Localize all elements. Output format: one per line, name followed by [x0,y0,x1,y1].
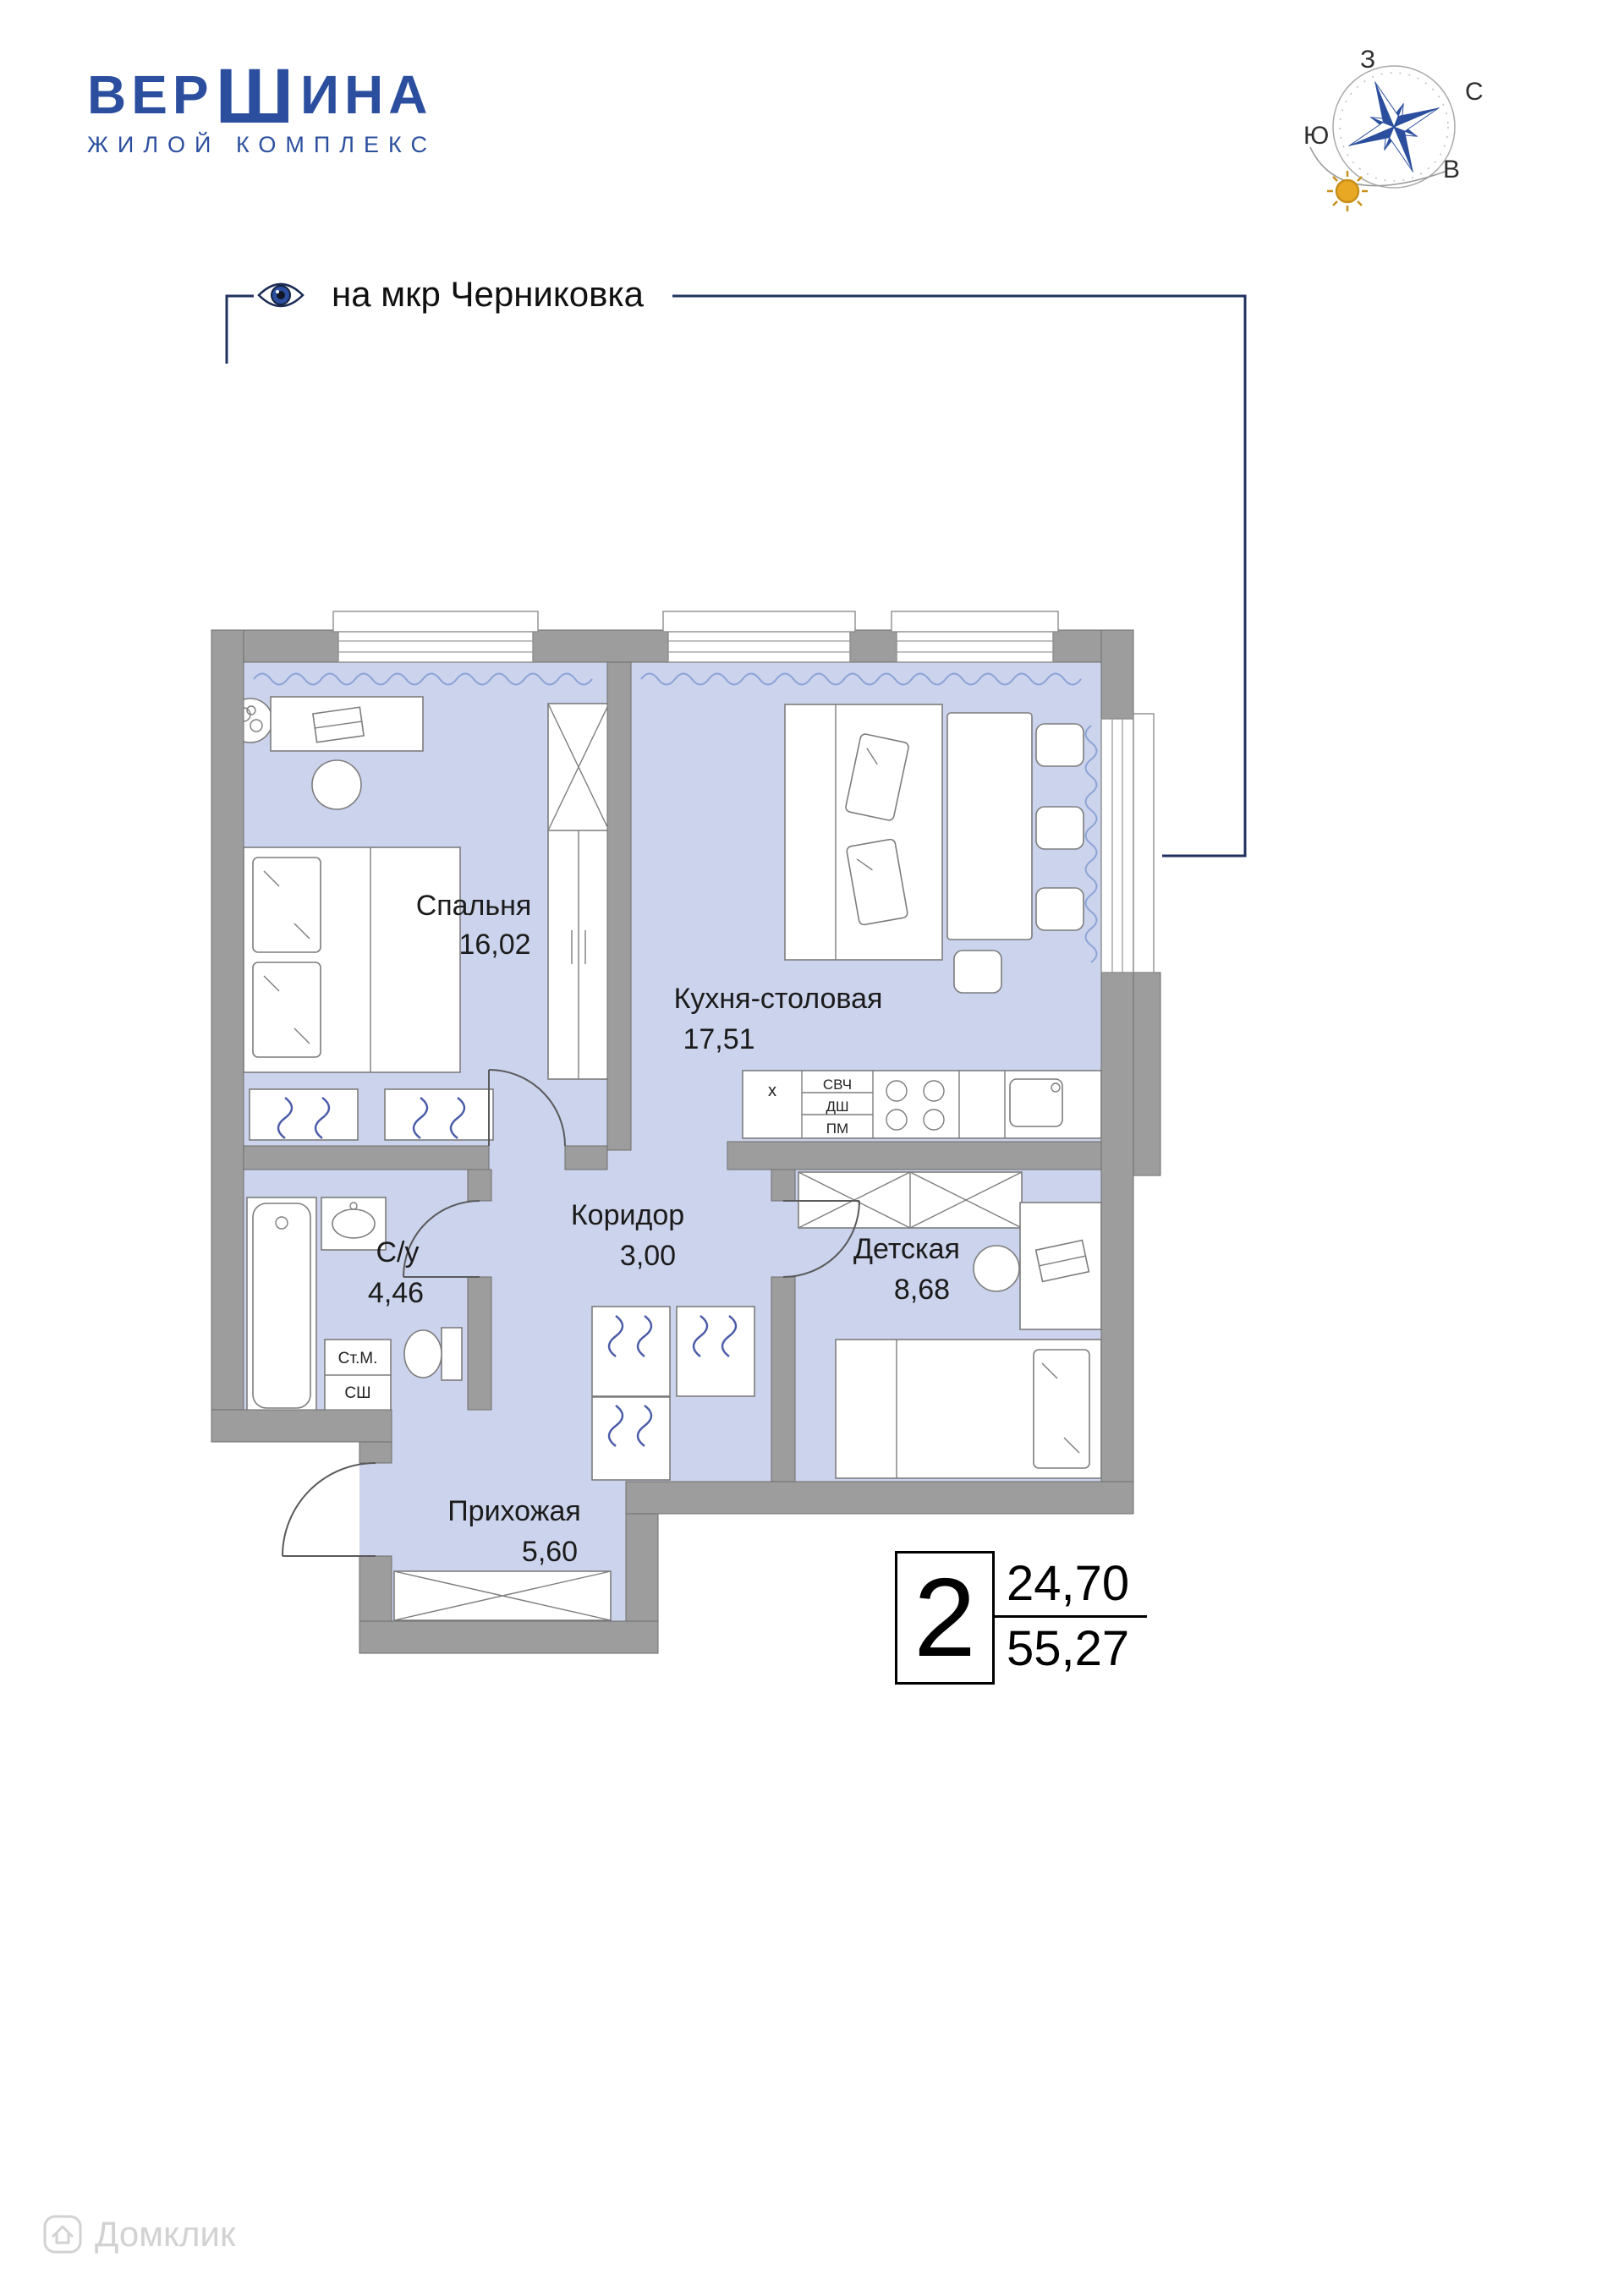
microwave-label: СВЧ [823,1077,852,1093]
compass-circle [1332,65,1456,189]
apartment-info: 2 24,70 55,27 [895,1551,1147,1685]
bedroom-chair [311,759,362,810]
fridge-label: х [768,1082,776,1100]
bedroom-wardrobe [547,703,610,1080]
eye-icon [257,282,304,308]
kids-laptop-icon [1034,1239,1090,1283]
compass-star-icon [1348,81,1440,173]
compass-label-south: Ю [1303,122,1329,150]
compass-label-west: З [1360,46,1375,74]
kids-bed [835,1339,1102,1479]
view-callout-label: на мкр Черниковка [332,274,645,314]
door-bedroom [488,1069,566,1147]
kitchen-sink-icon [1009,1078,1063,1127]
rooms-count: 2 [895,1551,995,1685]
door-bathroom [403,1200,480,1278]
window-bedroom [332,611,539,663]
room-area-bathroom: 4,46 [368,1277,424,1309]
doors [282,1069,860,1557]
view-callout-lines [225,294,1247,858]
room-labels: Спальня 16,02 Кухня-столовая 17,51 Корид… [338,890,960,1568]
compass-label-north: С [1465,78,1484,106]
curtains [253,672,1098,963]
kids-wardrobe [798,1171,1023,1229]
compass-icon: З С Ю В [1303,46,1484,211]
room-label-kids: Детская [853,1233,960,1265]
room-area-hall: 5,60 [522,1536,578,1568]
dishwasher-label: ДШ [826,1099,848,1115]
hall-wardrobe [393,1570,612,1621]
room-label-corridor: Коридор [571,1199,684,1231]
room-area-bedroom: 16,02 [458,929,530,961]
total-area-value: 55,27 [995,1615,1147,1680]
living-area-value: 24,70 [1007,1555,1130,1611]
room-label-bathroom: С/у [376,1236,420,1269]
room-label-bedroom: Спальня [416,890,532,922]
bathroom-sink [321,1197,387,1251]
windows [332,611,1155,973]
exterior-pier [1133,972,1161,1176]
washing-label: ПМ [826,1121,848,1137]
laptop-icon [312,706,365,743]
watermark-text: Домклик [95,2214,236,2254]
hall-closet [591,1306,755,1481]
bathtub [246,1197,317,1415]
brand-title-pre: ВЕР [87,64,214,126]
apartment-areas: 24,70 55,27 [995,1551,1147,1685]
kitchen-counter [742,1070,1102,1139]
compass-label-east: В [1443,156,1460,184]
window-kitchen-right [1100,713,1155,973]
door-kids [782,1200,860,1278]
sun-icon [1327,171,1368,211]
room-label-hall: Прихожая [447,1495,581,1527]
washing-machine-box [324,1339,392,1411]
door-entrance [282,1462,376,1557]
toilet [403,1327,463,1381]
watermark: Домклик [42,2214,235,2255]
room-area-kitchen: 17,51 [683,1023,754,1055]
furniture [228,696,1102,1621]
room-area-kids: 8,68 [894,1274,950,1306]
stove-icon [886,1080,945,1131]
bedroom-closet [249,1088,494,1141]
window-kitchen-1 [662,611,856,663]
kitchen-sofa [784,704,943,961]
window-kitchen-2 [891,611,1059,663]
kids-chair [973,1245,1020,1292]
compass-ticks [1339,72,1449,182]
watermark-logo-icon [43,2215,82,2254]
washer-label: Ст.М. [338,1350,378,1367]
dryer-label: СШ [344,1384,370,1402]
brand-title-accent: Ш [215,53,299,140]
room-label-kitchen: Кухня-столовая [674,983,883,1015]
brand-title-post: ИНА [300,64,433,126]
room-area-corridor: 3,00 [620,1240,676,1272]
bedroom-bed [243,847,461,1073]
sun-path-arc [1309,146,1448,187]
brand-subtitle: ЖИЛОЙ КОМПЛЕКС [87,132,436,158]
dining-table [946,712,1033,940]
dining-stools [953,723,1084,994]
